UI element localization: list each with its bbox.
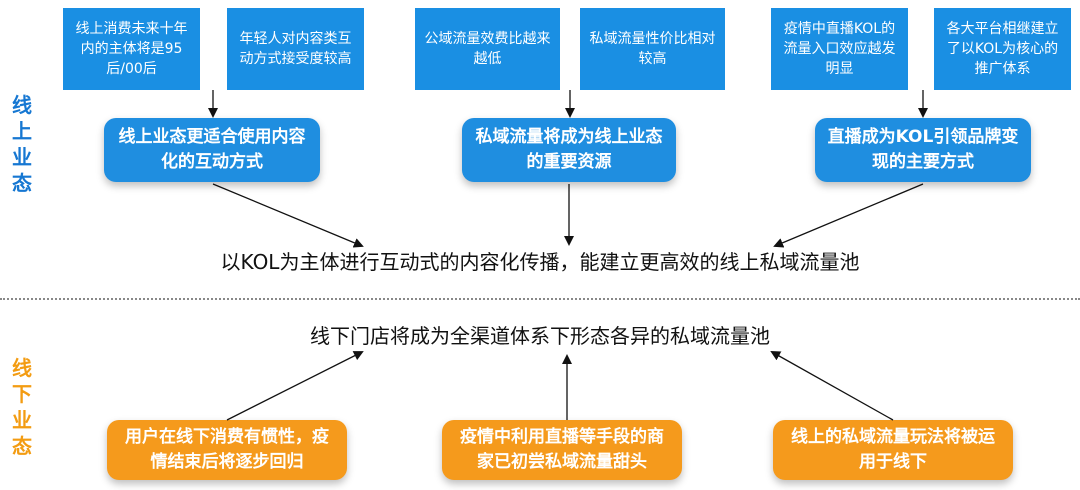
online-input-young-consumers: 线上消费未来十年内的主体将是95后/00后 — [63, 8, 200, 90]
arrow-factor3-to-offline-conclusion — [770, 351, 894, 421]
offline-factor-online-playbook: 线上的私域流量玩法将被运用于线下 — [773, 420, 1013, 480]
online-outcome-private-traffic: 私域流量将成为线上业态的重要资源 — [462, 118, 676, 182]
offline-factor-livestream-merchants: 疫情中利用直播等手段的商家已初尝私域流量甜头 — [442, 420, 682, 480]
section-divider — [0, 298, 1080, 300]
offline-section-label: 线下业态 — [12, 356, 32, 458]
online-outcome-kol-monetization: 直播成为KOL引领品牌变现的主要方式 — [815, 118, 1031, 182]
online-conclusion: 以KOL为主体进行互动式的内容化传播，能建立更高效的线上私域流量池 — [220, 250, 860, 274]
online-section-label: 线上业态 — [12, 93, 32, 195]
online-input-content-acceptance: 年轻人对内容类互动方式接受度较高 — [227, 8, 364, 90]
online-input-public-traffic: 公域流量效费比越来越低 — [415, 8, 560, 90]
online-input-private-traffic: 私域流量性价比相对较高 — [580, 8, 725, 90]
arrow-outcome3-to-conclusion — [773, 183, 924, 248]
arrow-factor1-to-offline-conclusion — [226, 351, 364, 421]
online-outcome-content-interaction: 线上业态更适合使用内容化的互动方式 — [104, 118, 320, 182]
offline-factor-habit-return: 用户在线下消费有惯性，疫情结束后将逐步回归 — [107, 420, 347, 480]
arrow-outcome1-to-conclusion — [212, 183, 364, 248]
offline-conclusion: 线下门店将成为全渠道体系下形态各异的私域流量池 — [310, 324, 770, 348]
online-input-livestream-kol: 疫情中直播KOL的流量入口效应越发明显 — [771, 8, 908, 90]
online-input-platform-kol-system: 各大平台相继建立了以KOL为核心的推广体系 — [934, 8, 1071, 90]
